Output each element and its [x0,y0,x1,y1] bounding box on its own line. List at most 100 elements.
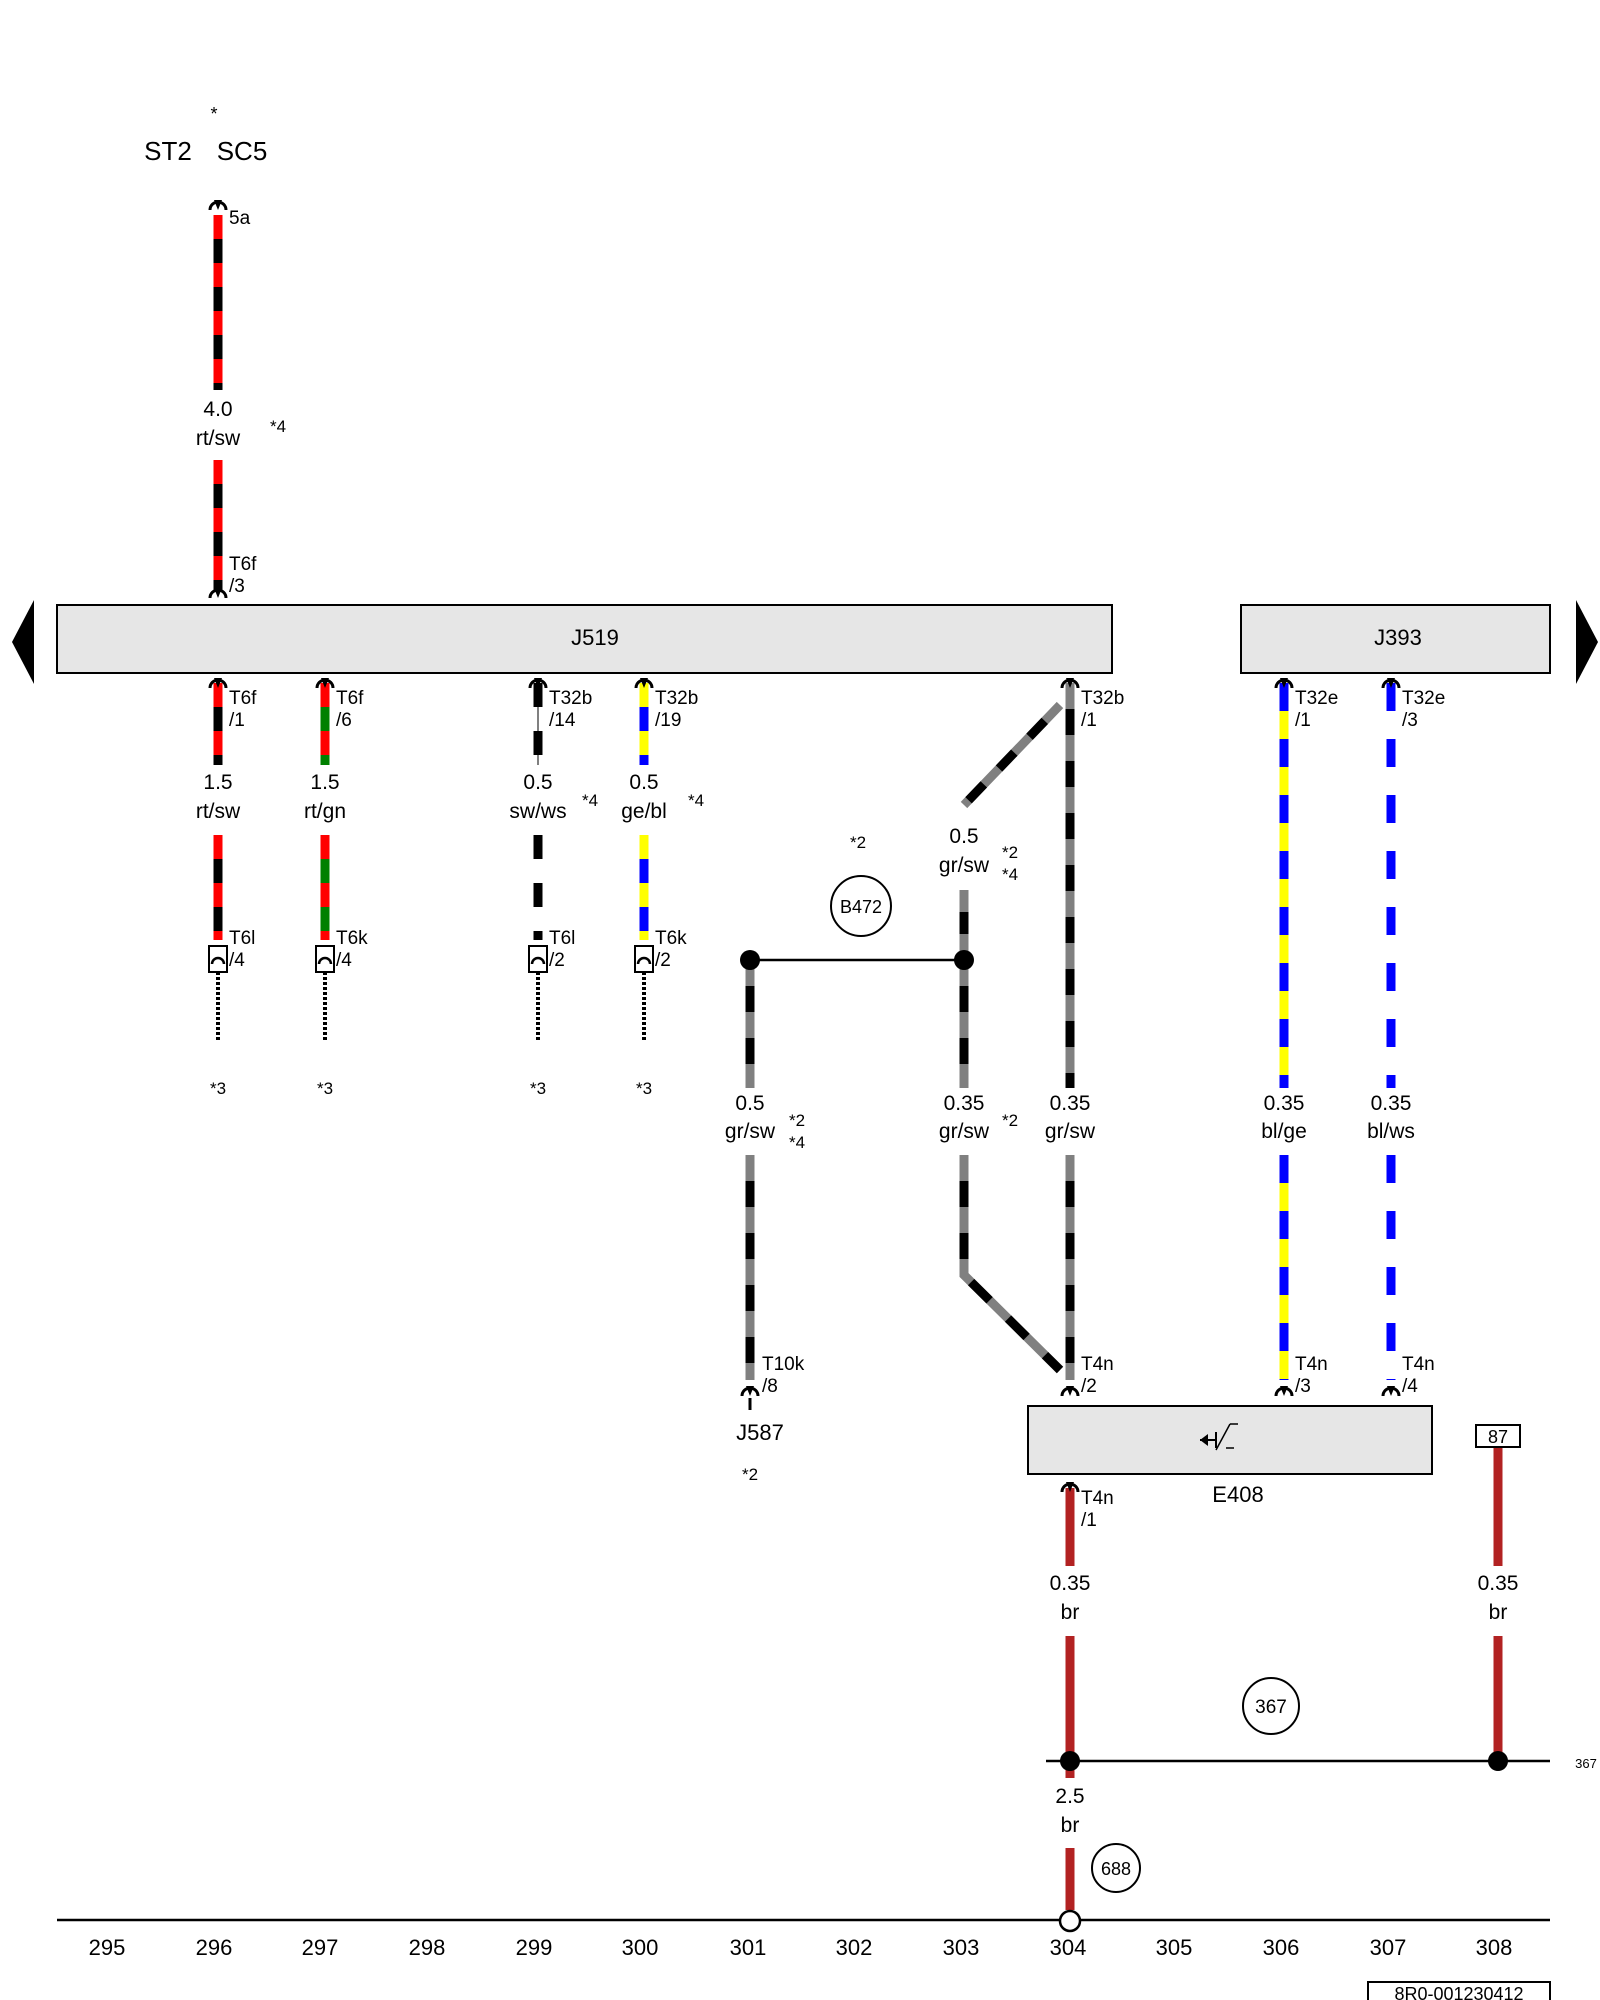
connector-name: 5a [229,208,251,229]
connector-pin: /14 [549,710,576,731]
wire-size: 0.35 [1371,1092,1412,1115]
ref-688-circle[interactable] [1091,1843,1141,1893]
track-number: 296 [196,1935,233,1960]
connector-5a [208,200,228,211]
wire-layer [213,215,1503,1910]
j519-label: J519 [571,625,619,650]
wire-size: 0.35 [944,1092,985,1115]
wire-size: 0.5 [735,1092,764,1115]
j519-box[interactable] [56,604,1113,674]
connector-pin: /1 [1295,710,1311,731]
wire-color: rt/gn [304,800,346,823]
footnote: *4 [270,417,286,436]
wire-color: sw/ws [509,800,566,823]
wire-303-gr-sw-lower-stripe [959,1155,1064,1374]
connector-t6k-2-pin [636,956,652,965]
connector-name: T4n [1081,1354,1114,1375]
wire-size: 4.0 [203,398,232,421]
connector-pin: /6 [336,710,352,731]
wire-labels: 4.0 rt/sw 1.5 rt/sw 1.5 rt/gn 0.5 sw/ws … [196,398,1519,1837]
wire-color: ge/bl [621,800,667,823]
connector-name: T6f [336,688,364,709]
connector-pin: /2 [1081,1376,1097,1397]
st-label: ST2 [144,136,192,166]
connector-name: T4n [1402,1354,1435,1375]
junction-dot-304-ground [1060,1751,1080,1771]
document-id-box [1367,1981,1551,2000]
ground-point-688[interactable] [1058,1909,1082,1933]
footnote: *3 [530,1079,546,1098]
connector-t32e-1 [1274,678,1294,689]
connector-pin: /3 [229,576,245,597]
footnote: *2 [850,833,866,852]
footnote: *4 [688,791,704,810]
j393-label: J393 [1374,625,1422,650]
wire-size: 1.5 [203,771,232,794]
connector-t6l-4-pin [210,956,226,965]
connector-pin: /1 [1081,710,1097,731]
connector-t6f-3 [208,588,228,599]
connector-t4n-4 [1381,1386,1401,1397]
track-number: 298 [409,1935,446,1960]
wire-color: bl/ws [1367,1120,1415,1143]
wire-size: 0.35 [1264,1092,1305,1115]
wire-color: br [1061,1814,1080,1837]
relay-87-box[interactable] [1475,1424,1521,1448]
j587-label: J587 [736,1420,784,1445]
b472-circle[interactable] [830,875,892,937]
footnote: *3 [317,1079,333,1098]
b472-label: B472 [840,897,882,917]
connector-name: T6l [229,928,255,949]
connector-pin: /2 [655,950,671,971]
track-number: 307 [1370,1935,1407,1960]
connector-pin: /3 [1295,1376,1311,1397]
e408-box[interactable] [1027,1405,1433,1475]
connector-t10k-8 [740,1386,760,1397]
footnotes: *4 *4 *4 *3 *3 *3 *3 *2 *2 *4 *2 *4 *2 *… [210,417,1018,1484]
connector-t6k-4-pin [317,956,333,965]
junction-dot-303 [954,950,974,970]
footnote: *4 [582,791,598,810]
connector-name: T4n [1081,1488,1114,1509]
track-number: 306 [1263,1935,1300,1960]
track-number: 299 [516,1935,553,1960]
right-page-arrow[interactable] [1576,600,1598,684]
wire-color: gr/sw [725,1120,776,1143]
track-number: 308 [1476,1935,1513,1960]
footnote: *2 [1002,843,1018,862]
connector-pin: /1 [1081,1510,1097,1531]
connector-name: T4n [1295,1354,1328,1375]
ref-367-circle[interactable] [1242,1677,1300,1735]
right-edge-ref: 367 [1575,1756,1597,1771]
wire-color: br [1489,1601,1508,1624]
wire-color: rt/sw [196,427,241,450]
connector-name: T6l [549,928,575,949]
connector-t32e-3 [1381,678,1401,689]
connector-pin: /2 [549,950,565,971]
wire-size: 0.35 [1050,1572,1091,1595]
track-number: 301 [730,1935,767,1960]
track-number: 305 [1156,1935,1193,1960]
wire-color: gr/sw [939,854,990,877]
connector-name: T32b [655,688,698,709]
left-page-arrow[interactable] [12,600,34,684]
connector-name: T32b [549,688,592,709]
connector-pin: /8 [762,1376,778,1397]
connector-t32b-14 [528,678,548,689]
wire-color: bl/ge [1261,1120,1307,1143]
track-number: 303 [943,1935,980,1960]
connector-t6f-6 [315,678,335,689]
wire-303-gr-sw-lower[interactable] [959,1155,1064,1374]
track-number: 300 [622,1935,659,1960]
connector-t4n-1 [1060,1482,1080,1493]
junction-dot-301 [740,950,760,970]
connector-pin: /4 [336,950,352,971]
switch-symbol-icon [1200,1423,1238,1451]
wire-color: rt/sw [196,800,241,823]
connector-t4n-3 [1274,1386,1294,1397]
connector-pin: /4 [1402,1376,1418,1397]
j393-box[interactable] [1240,604,1551,674]
footnote: *2 [1002,1111,1018,1130]
connector-pin: /19 [655,710,681,731]
